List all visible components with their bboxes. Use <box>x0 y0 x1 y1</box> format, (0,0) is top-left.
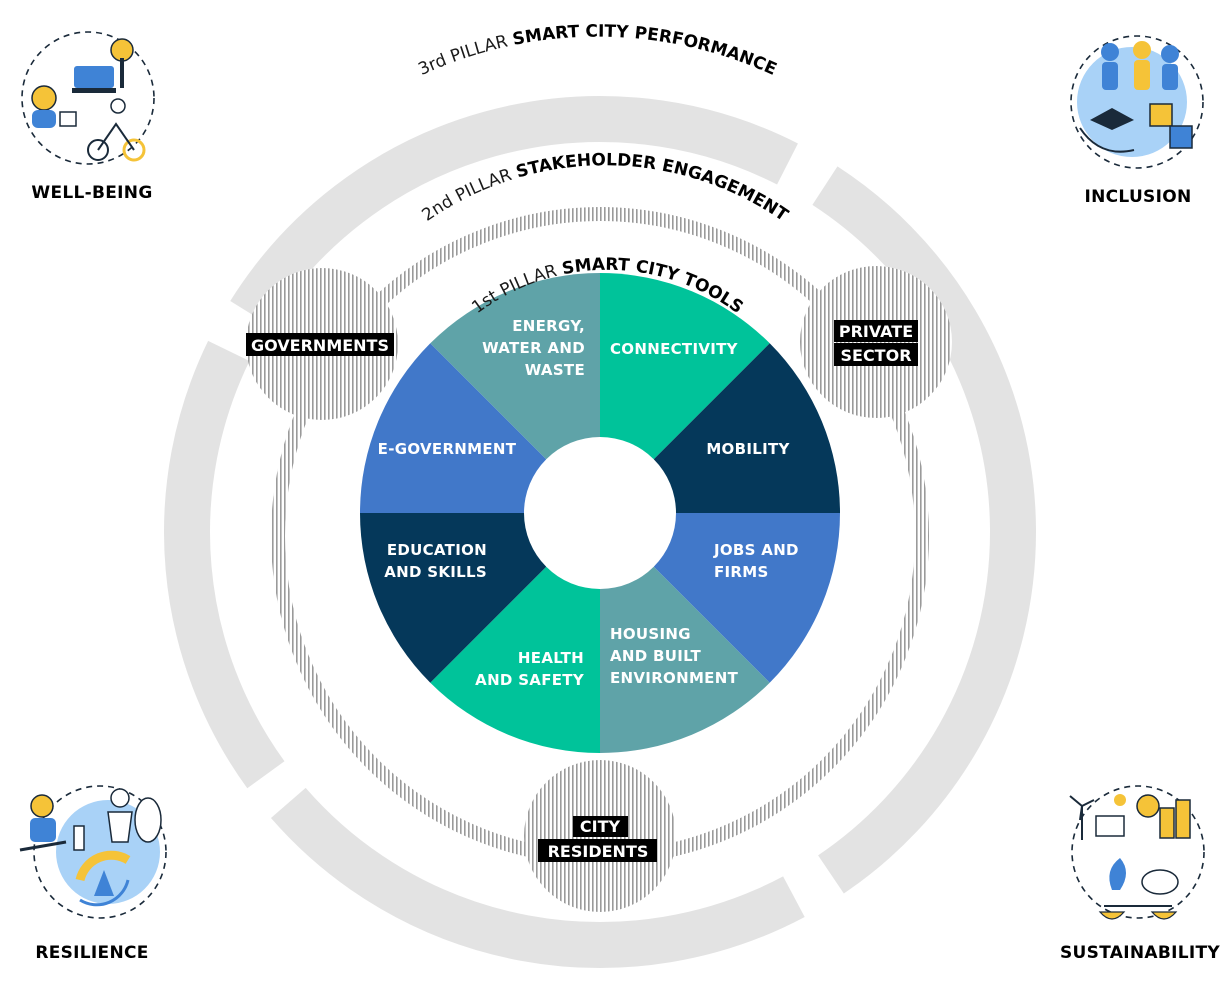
performance-ring-segment <box>812 166 1036 894</box>
wheel-center <box>524 437 676 589</box>
well-being-icon <box>21 31 155 165</box>
stakeholder-city-residents: CITY RESIDENTS <box>524 760 676 912</box>
tool-segment-label: MOBILITY <box>706 440 790 458</box>
inclusion-icon <box>1070 35 1204 169</box>
sustainability-label: SUSTAINABILITY <box>1060 943 1220 963</box>
stakeholder-residents-label: RESIDENTS <box>548 842 649 861</box>
resilience-icon <box>19 785 167 919</box>
stakeholder-sector-label: SECTOR <box>840 346 911 365</box>
performance-ring <box>164 96 1036 968</box>
stakeholder-governments: GOVERNMENTS <box>246 268 398 420</box>
resilience-label: RESILIENCE <box>35 943 148 963</box>
stakeholder-city-label: CITY <box>580 817 621 836</box>
stakeholder-private-sector: PRIVATE SECTOR <box>800 266 952 418</box>
performance-ring-segment <box>270 787 805 968</box>
stakeholder-governments-label: GOVERNMENTS <box>251 336 389 355</box>
performance-ring-segment <box>230 96 798 326</box>
stakeholder-private-label: PRIVATE <box>839 322 913 341</box>
pillar-3-prefix: 3rd PILLAR <box>415 31 509 79</box>
inclusion-label: INCLUSION <box>1084 187 1191 207</box>
well-being-label: WELL-BEING <box>31 183 152 203</box>
tool-segment-label: E-GOVERNMENT <box>378 440 517 458</box>
pillar-3-name: SMART CITY PERFORMANCE <box>511 22 780 80</box>
pillar-3-title: 3rd PILLAR SMART CITY PERFORMANCE <box>415 22 779 80</box>
tool-segment-label: CONNECTIVITY <box>610 340 739 358</box>
sustainability-icon <box>1069 785 1205 920</box>
performance-ring-segment <box>164 340 285 789</box>
